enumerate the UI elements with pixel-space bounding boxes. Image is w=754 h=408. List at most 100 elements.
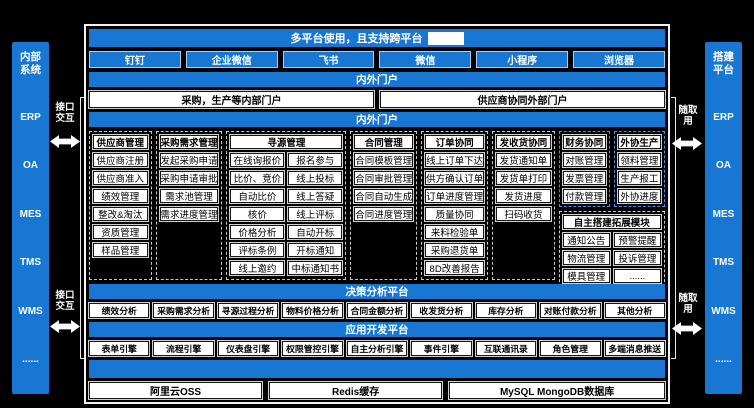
module-grid: 供应商管理 供应商注册 供应商准入 绩效管理 整改&淘汰 资质管理 样品管理 采… <box>89 131 665 287</box>
module-item: 发货通知单 <box>495 152 552 168</box>
right-connector-label-bottom: 随取用 <box>678 293 698 316</box>
module-item: 报名参与 <box>287 152 344 168</box>
sidebar-item-oa: OA <box>23 160 38 172</box>
sourcing-right-column: 报名参与 线上投标 线上答疑 线上评标 自动开标 开标通知 中标通知书 <box>287 152 344 276</box>
module-item: 预警提醒 <box>612 232 662 248</box>
module-item: ...... <box>612 268 662 284</box>
module-item: 质量协同 <box>424 206 486 222</box>
module-item: 自动比价 <box>229 188 286 204</box>
module-item: 整改&淘汰 <box>92 206 149 222</box>
module-group-supplier: 供应商管理 供应商注册 供应商准入 绩效管理 整改&淘汰 资质管理 样品管理 <box>89 131 152 280</box>
left-connector-label-bottom: 接口交互 <box>55 290 75 313</box>
module-item: 8D改善报告 <box>424 260 486 276</box>
module-item: 供方确认订单 <box>424 170 486 186</box>
sidebar-item-mes: MES <box>712 208 735 220</box>
double-arrow-icon <box>672 322 702 335</box>
portal-row: 采购，生产等内部门户 供应商协同外部门户 <box>88 90 666 109</box>
sidebar-internal-systems: 内部系统 ERP OA MES TMS WMS ...... <box>12 42 49 394</box>
module-item: 自动开标 <box>287 224 344 240</box>
double-arrow-icon <box>50 135 80 148</box>
decision-platform-bar: 决策分析平台 <box>89 284 665 299</box>
sourcing-subcolumns: 在线询报价 比价、竞价 自动比价 核价 价格分析 评标条例 线上邀约 报名参与 … <box>229 152 344 276</box>
sidebar-item-wms: WMS <box>711 305 736 317</box>
sidebar-item-erp: ERP <box>713 111 734 123</box>
analysis-item: 对账付款分析 <box>539 302 602 319</box>
engine-item: 角色管理 <box>539 340 602 357</box>
module-item: 外协进度 <box>616 188 663 204</box>
module-item: 供应商注册 <box>92 152 149 168</box>
extension-items-grid: 通知公告 预警提醒 物流管理 投诉管理 模具管理 ...... <box>561 232 662 284</box>
portal-bar-top: 内外门户 <box>89 72 665 87</box>
module-group-title: 合同管理 <box>353 134 415 150</box>
analysis-item: 库存分析 <box>474 302 538 319</box>
module-item: 线上订单下达 <box>424 152 486 168</box>
module-item: 开标通知 <box>287 242 344 258</box>
module-item: 发起采购申请 <box>158 152 220 168</box>
engine-item: 互联通讯录 <box>474 340 538 357</box>
sidebar-item-tms: TMS <box>712 257 735 269</box>
module-item: 通知公告 <box>561 232 611 248</box>
double-arrow-icon <box>50 320 80 333</box>
sidebar-item-erp: ERP <box>20 111 41 123</box>
module-item: 资质管理 <box>92 224 149 240</box>
channel-wecom: 企业微信 <box>185 51 278 68</box>
module-group-order: 订单协同 线上订单下达 供方确认订单 订单进度管理 质量协同 来料检验单 采购退… <box>421 131 489 280</box>
module-item: 比价、竞价 <box>229 170 286 186</box>
module-item: 线上邀约 <box>229 260 286 276</box>
right-module-stack: 财务协同 对账管理 发票管理 付款管理 外协生产 领料管理 生产报工 外协进度 … <box>558 131 665 287</box>
diagram-title-bar: 多平台使用，且支持跨平台 <box>89 29 665 47</box>
module-item: 对账管理 <box>561 152 607 168</box>
left-bracket-line <box>80 97 85 359</box>
analysis-item: 物料价格分析 <box>281 302 344 319</box>
channel-browser: 浏览器 <box>573 51 665 68</box>
module-item: 评标条例 <box>229 242 286 258</box>
module-item: 合同模板管理 <box>353 152 415 168</box>
double-arrow-icon <box>672 137 702 150</box>
module-item: 发货单打印 <box>495 170 552 186</box>
engine-item: 流程引擎 <box>152 340 215 357</box>
analysis-item: 绩效分析 <box>87 302 151 319</box>
channel-wechat: 微信 <box>379 51 472 68</box>
infra-redis: Redis缓存 <box>268 381 444 400</box>
analysis-item: 其他分析 <box>603 302 666 319</box>
analysis-item: 合同金额分析 <box>345 302 409 319</box>
engine-item: 多端消息推送 <box>603 340 666 357</box>
module-item: 绩效管理 <box>92 188 149 204</box>
module-item: 扫码收货 <box>495 206 552 222</box>
module-item: 发货进度 <box>495 188 552 204</box>
module-item: 合同审批管理 <box>353 170 415 186</box>
module-item: 供应商准入 <box>92 170 149 186</box>
module-item: 模具管理 <box>561 268 611 284</box>
module-item: 采购退货单 <box>424 242 486 258</box>
main-panel: 多平台使用，且支持跨平台 钉钉 企业微信 飞书 微信 小程序 浏览器 内外门户 … <box>84 24 670 404</box>
portal-internal: 采购，生产等内部门户 <box>88 90 375 109</box>
module-item: 生产报工 <box>616 170 663 186</box>
sidebar-item-more: ...... <box>715 354 732 366</box>
module-group-title: 订单协同 <box>424 134 486 150</box>
module-item: 在线询报价 <box>229 152 286 168</box>
module-item: 需求进度管理 <box>158 206 220 222</box>
module-item: 合同自动生成 <box>353 188 415 204</box>
sidebar-item-mes: MES <box>19 208 42 220</box>
module-item: 来料检验单 <box>424 224 486 240</box>
sidebar-item-more: ...... <box>22 354 39 366</box>
module-group-contract: 合同管理 合同模板管理 合同审批管理 合同自动生成 合同进度管理 <box>350 131 418 280</box>
module-item: 合同进度管理 <box>353 206 415 222</box>
sidebar-internal-title: 内部系统 <box>20 51 41 77</box>
module-group-title: 采购需求管理 <box>158 134 220 150</box>
engine-item: 表单引擎 <box>87 340 151 357</box>
channel-dingtalk: 钉钉 <box>89 51 181 68</box>
dev-engines-row: 表单引擎 流程引擎 仪表盘引擎 权限管控引擎 自主分析引擎 事件引擎 互联通讯录… <box>87 340 666 357</box>
module-item: 需求池管理 <box>158 188 220 204</box>
engine-item: 仪表盘引擎 <box>216 340 280 357</box>
module-group-title: 外协生产 <box>616 134 663 150</box>
module-item: 采购申请审批 <box>158 170 220 186</box>
module-item: 线上答疑 <box>287 188 344 204</box>
right-bracket-line <box>671 97 676 359</box>
diagram-title: 多平台使用，且支持跨平台 <box>290 33 423 45</box>
sidebar-item-wms: WMS <box>18 305 43 317</box>
sidebar-build-items: ERP OA MES TMS WMS ...... <box>705 77 742 394</box>
portal-external: 供应商协同外部门户 <box>379 90 666 109</box>
infrastructure-row: 阿里云OSS Redis缓存 MySQL MongoDB数据库 <box>87 381 666 400</box>
dev-platform-bar: 应用开发平台 <box>89 322 665 337</box>
